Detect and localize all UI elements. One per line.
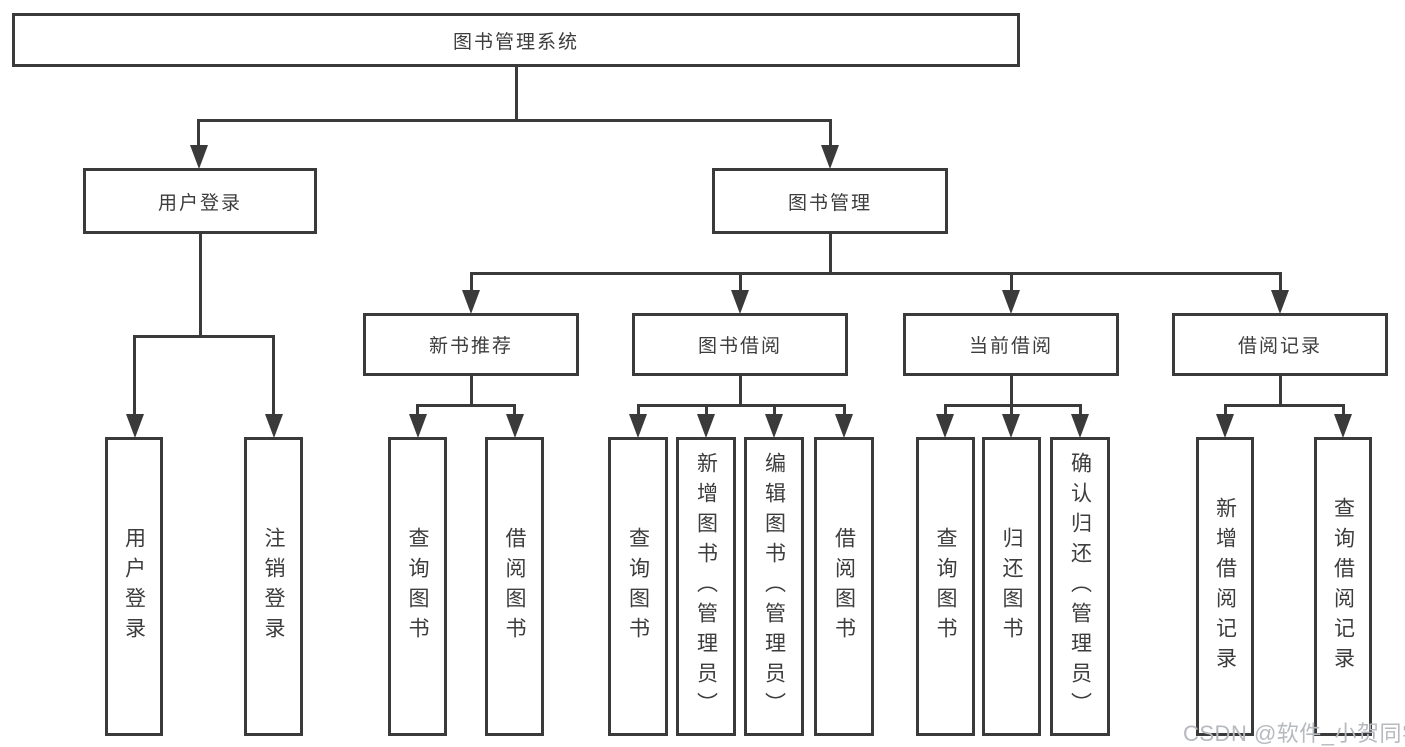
connector-drop bbox=[1010, 404, 1013, 416]
arrow-down-icon bbox=[506, 414, 524, 438]
connector-login-bus bbox=[133, 335, 275, 338]
leaf-current-query-books-label: 查询图书 bbox=[934, 526, 957, 647]
leaf-borrowing-query-books: 查询图书 bbox=[608, 437, 668, 736]
connector-drop bbox=[470, 272, 473, 292]
connector-drop bbox=[513, 404, 516, 416]
leaf-current-confirm-return-admin-label: 确认归还（管理员） bbox=[1068, 451, 1092, 722]
leaf-recommend-borrow-books: 借阅图书 bbox=[485, 437, 544, 736]
arrow-down-icon bbox=[821, 145, 839, 169]
leaf-current-return-books: 归还图书 bbox=[982, 437, 1041, 736]
node-current-borrowing-label: 当前借阅 bbox=[968, 336, 1053, 357]
arrow-down-icon bbox=[1334, 414, 1352, 438]
leaf-user-login: 用户登录 bbox=[105, 437, 163, 736]
arrow-down-icon bbox=[731, 290, 749, 314]
connector-mgmt-stem bbox=[829, 234, 832, 274]
node-current-borrowing: 当前借阅 bbox=[903, 313, 1119, 376]
arrow-down-icon bbox=[190, 145, 208, 169]
node-book-management: 图书管理 bbox=[712, 168, 948, 234]
connector-current-stem bbox=[1010, 376, 1013, 407]
arrow-down-icon bbox=[1271, 290, 1289, 314]
connector-drop bbox=[773, 404, 776, 416]
connector-drop bbox=[637, 404, 640, 416]
node-book-management-label: 图书管理 bbox=[787, 192, 872, 214]
leaf-borrowing-add-books-admin: 新增图书（管理员） bbox=[676, 437, 736, 736]
node-borrowing-records: 借阅记录 bbox=[1172, 313, 1388, 376]
connector-recommend-bus bbox=[417, 404, 516, 407]
node-root-label: 图书管理系统 bbox=[452, 31, 579, 53]
node-root: 图书管理系统 bbox=[12, 13, 1020, 67]
node-user-login: 用户登录 bbox=[83, 168, 317, 234]
connector-drop bbox=[829, 119, 832, 147]
connector-recommend-stem bbox=[470, 376, 473, 407]
leaf-logout: 注销登录 bbox=[244, 437, 303, 736]
node-book-borrowing: 图书借阅 bbox=[632, 313, 848, 376]
arrow-down-icon bbox=[1002, 414, 1020, 438]
arrow-down-icon bbox=[409, 414, 427, 438]
arrow-down-icon bbox=[1216, 414, 1234, 438]
arrow-down-icon bbox=[1002, 290, 1020, 314]
leaf-records-add-record-label: 新增借阅记录 bbox=[1213, 496, 1237, 677]
connector-drop bbox=[1342, 404, 1345, 416]
connector-drop bbox=[1279, 272, 1282, 292]
leaf-borrowing-borrow-books: 借阅图书 bbox=[814, 437, 874, 736]
connector-drop bbox=[739, 272, 742, 292]
leaf-current-return-books-label: 归还图书 bbox=[1000, 526, 1023, 647]
arrow-down-icon bbox=[835, 414, 853, 438]
leaf-recommend-query-books-label: 查询图书 bbox=[406, 526, 429, 647]
connector-drop bbox=[705, 404, 708, 416]
leaf-borrowing-edit-books-admin: 编辑图书（管理员） bbox=[744, 437, 804, 736]
arrow-down-icon bbox=[265, 414, 283, 438]
arrow-down-icon bbox=[462, 290, 480, 314]
arrow-down-icon bbox=[936, 414, 954, 438]
connector-root-bus bbox=[197, 119, 831, 122]
node-new-book-recommend-label: 新书推荐 bbox=[428, 336, 513, 357]
leaf-records-query-record: 查询借阅记录 bbox=[1314, 437, 1372, 736]
connector-mgmt-bus bbox=[470, 272, 1282, 275]
leaf-borrowing-add-books-admin-label: 新增图书（管理员） bbox=[694, 451, 718, 722]
leaf-logout-label: 注销登录 bbox=[262, 526, 285, 647]
arrow-down-icon bbox=[629, 414, 647, 438]
connector-login-stem bbox=[199, 234, 202, 337]
leaf-borrowing-query-books-label: 查询图书 bbox=[626, 526, 650, 647]
leaf-borrowing-edit-books-admin-label: 编辑图书（管理员） bbox=[762, 451, 786, 722]
connector-drop bbox=[416, 404, 419, 416]
connector-drop bbox=[843, 404, 846, 416]
node-borrowing-records-label: 借阅记录 bbox=[1237, 336, 1322, 357]
connector-drop bbox=[197, 119, 200, 147]
leaf-current-confirm-return-admin: 确认归还（管理员） bbox=[1050, 437, 1110, 736]
node-book-borrowing-label: 图书借阅 bbox=[697, 336, 782, 357]
connector-drop bbox=[1010, 272, 1013, 292]
connector-borrowing-stem bbox=[739, 376, 742, 407]
arrow-down-icon bbox=[697, 414, 715, 438]
leaf-recommend-borrow-books-label: 借阅图书 bbox=[503, 526, 526, 647]
connector-drop bbox=[133, 335, 136, 415]
connector-current-bus bbox=[944, 404, 1082, 407]
connector-drop bbox=[944, 404, 947, 416]
leaf-user-login-label: 用户登录 bbox=[122, 526, 146, 647]
arrow-down-icon bbox=[765, 414, 783, 438]
node-user-login-label: 用户登录 bbox=[157, 192, 242, 214]
connector-drop bbox=[272, 335, 275, 415]
connector-records-stem bbox=[1279, 376, 1282, 407]
leaf-borrowing-borrow-books-label: 借阅图书 bbox=[832, 526, 856, 647]
leaf-current-query-books: 查询图书 bbox=[916, 437, 975, 736]
connector-records-bus bbox=[1224, 404, 1344, 407]
connector-root-stem bbox=[515, 67, 518, 120]
csdn-watermark: CSDN @软件_小贺同学 bbox=[1183, 721, 1405, 746]
node-new-book-recommend: 新书推荐 bbox=[363, 313, 579, 376]
leaf-recommend-query-books: 查询图书 bbox=[388, 437, 447, 736]
arrow-down-icon bbox=[1071, 414, 1089, 438]
connector-drop bbox=[1079, 404, 1082, 416]
leaf-records-add-record: 新增借阅记录 bbox=[1196, 437, 1254, 736]
arrow-down-icon bbox=[126, 414, 144, 438]
connector-borrowing-bus bbox=[637, 404, 845, 407]
leaf-records-query-record-label: 查询借阅记录 bbox=[1331, 496, 1355, 677]
connector-drop bbox=[1224, 404, 1227, 416]
